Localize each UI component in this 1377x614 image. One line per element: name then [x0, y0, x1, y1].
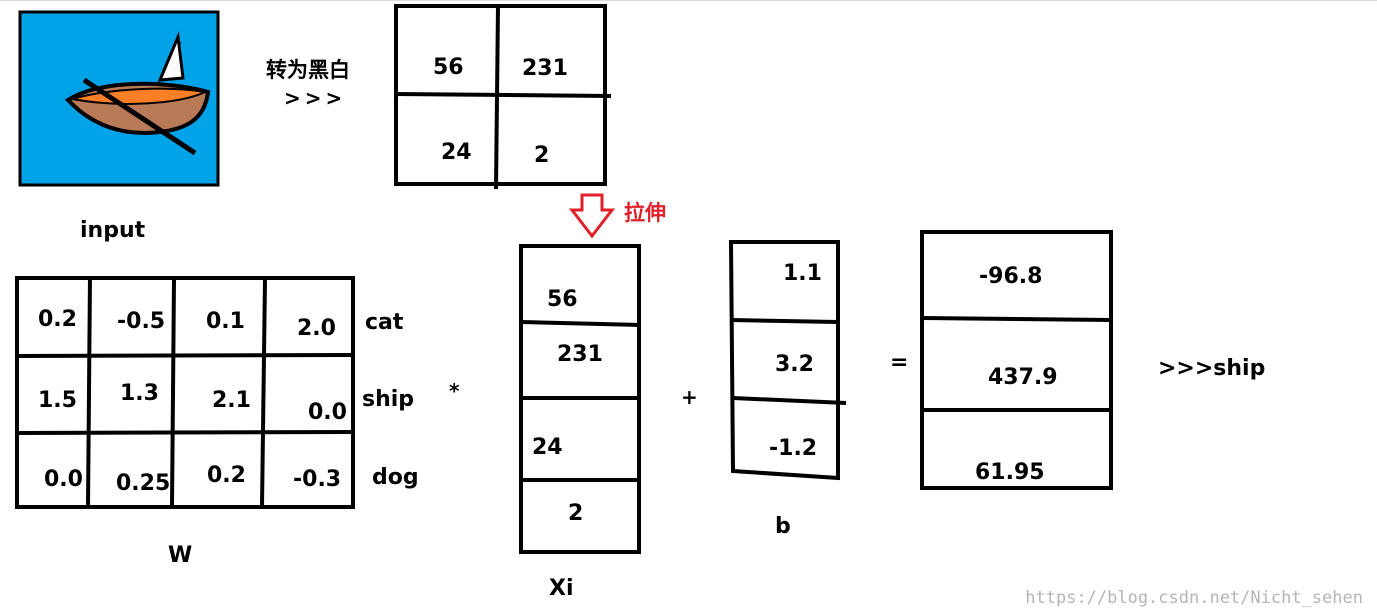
- w-cell: 0.0: [44, 467, 83, 492]
- result-label: >>>ship: [1158, 356, 1266, 381]
- w-cell: 0.0: [308, 400, 347, 425]
- score-value: -96.8: [979, 264, 1043, 289]
- convert-arrows: >>>: [284, 86, 347, 110]
- class-label-ship: ship: [362, 387, 415, 412]
- pixel-value: 56: [433, 55, 464, 80]
- equals-sign: =: [890, 350, 909, 375]
- w-cell: 2.0: [297, 316, 336, 341]
- b-value: -1.2: [769, 436, 818, 461]
- w-cell: 1.5: [38, 388, 77, 413]
- w-cell: 1.3: [120, 381, 159, 406]
- input-label: input: [80, 218, 146, 243]
- stretch-arrow: [568, 193, 616, 239]
- stretch-label: 拉伸: [624, 201, 666, 225]
- top-divider: [0, 0, 1377, 1]
- xi-vector-grid: [519, 244, 641, 554]
- b-value: 1.1: [783, 261, 822, 286]
- pixel-value: 231: [522, 56, 568, 81]
- b-value: 3.2: [775, 352, 814, 377]
- pixel-value: 2: [534, 143, 550, 168]
- w-cell: 0.2: [207, 463, 246, 488]
- convert-label: 转为黑白: [266, 58, 350, 82]
- w-cell: 0.25: [116, 471, 171, 496]
- score-value: 61.95: [975, 460, 1045, 485]
- score-value: 437.9: [988, 365, 1058, 390]
- w-cell: -0.3: [293, 467, 342, 492]
- w-label: W: [168, 543, 193, 568]
- w-cell: 2.1: [212, 388, 251, 413]
- xi-value: 2: [568, 501, 584, 526]
- b-vector-grid: [728, 240, 847, 481]
- xi-value: 231: [557, 342, 603, 367]
- b-label: b: [775, 514, 791, 539]
- w-matrix-grid: [15, 275, 355, 509]
- plus-sign: +: [681, 385, 698, 409]
- class-label-dog: dog: [372, 465, 419, 490]
- watermark: https://blog.csdn.net/Nicht_sehen: [1025, 588, 1363, 608]
- w-cell: 0.1: [206, 309, 245, 334]
- pixel-value: 24: [441, 140, 472, 165]
- xi-value: 24: [532, 435, 563, 460]
- w-cell: -0.5: [117, 309, 166, 334]
- multiply-sign: *: [449, 379, 460, 403]
- xi-label: Xi: [549, 576, 574, 601]
- input-image: [18, 10, 220, 187]
- w-cell: 0.2: [38, 307, 77, 332]
- pixel-grid: [393, 4, 612, 190]
- xi-value: 56: [547, 287, 578, 312]
- score-vector-grid: [920, 230, 1113, 490]
- class-label-cat: cat: [365, 310, 404, 335]
